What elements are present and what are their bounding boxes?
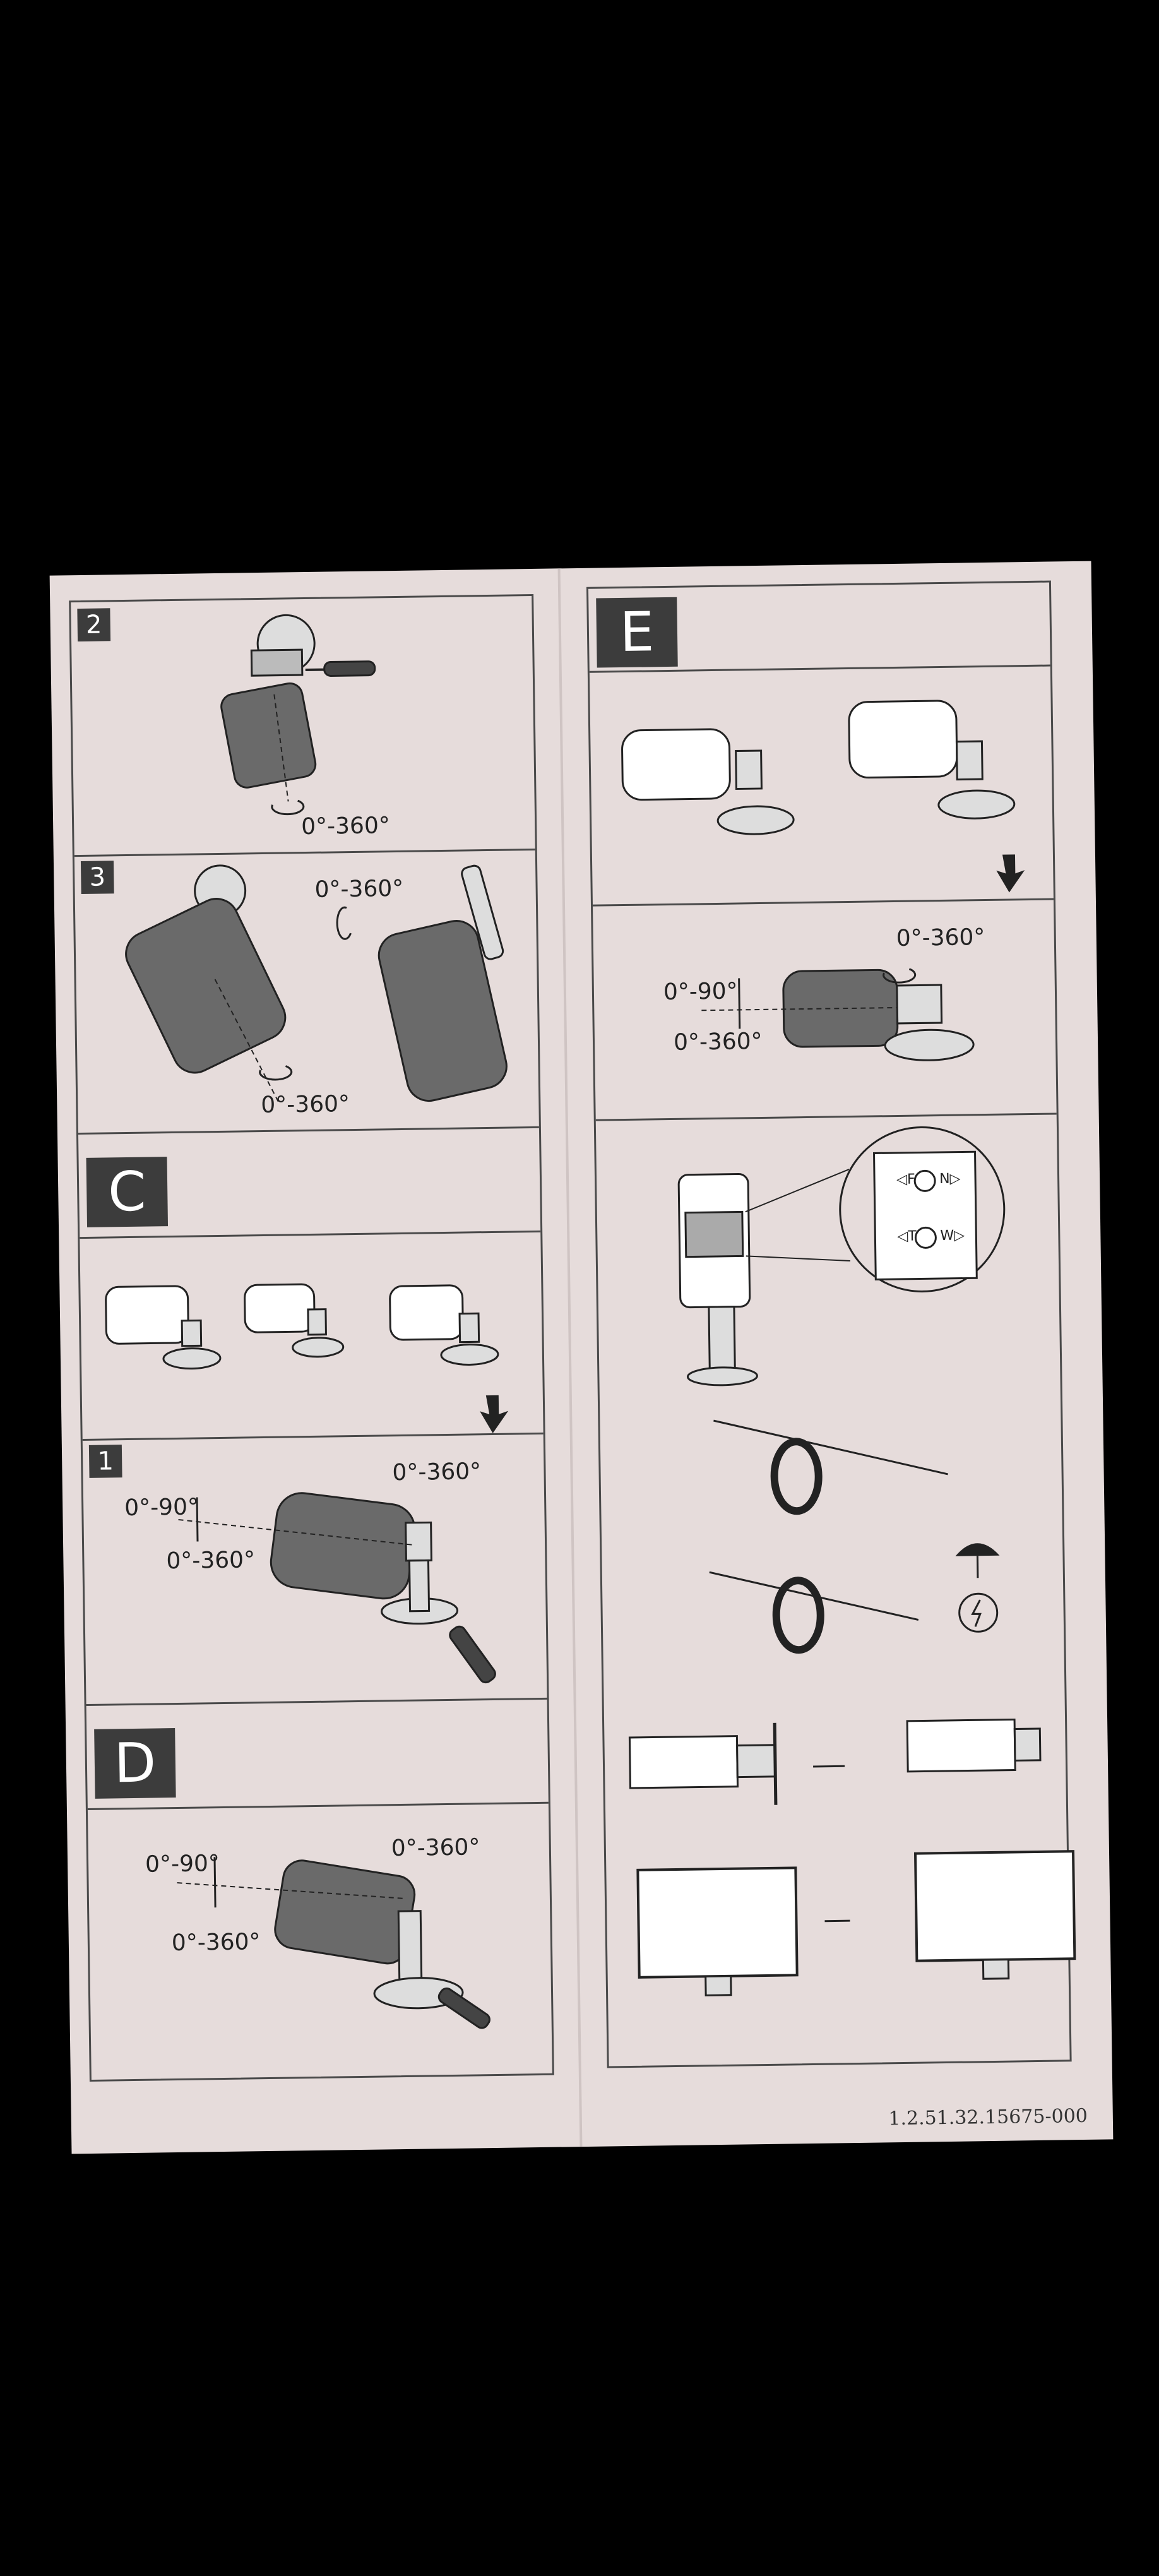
- rotate-label: 0°-360°: [673, 1028, 763, 1056]
- rotation-label-left: 0°-360°: [261, 1091, 350, 1119]
- focus-near-label: N▷: [939, 1171, 961, 1188]
- focus-far-label: ◁F: [896, 1171, 915, 1188]
- section-e-header: E: [588, 582, 1050, 673]
- section-c-header: C: [78, 1126, 541, 1239]
- section-letter: E: [596, 597, 678, 668]
- section-d-header: D: [86, 1697, 549, 1810]
- section-e-details: ◁F N▷ ◁T W▷: [596, 1112, 1076, 2066]
- step-1-section: 1 0°-90° 0°-360° 0°-360°: [82, 1432, 547, 1707]
- tilt-label: 0°-90°: [145, 1851, 220, 1878]
- camera-adjust-illustration: [178, 1492, 496, 1684]
- zoom-tele-label: ◁T: [897, 1228, 917, 1244]
- pan-label: 0°-360°: [391, 1834, 480, 1862]
- rotate-label: 0°-360°: [171, 1929, 261, 1957]
- instruction-sheet: 2 0°-360° 3: [49, 561, 1114, 2154]
- tilt-label: 0°-90°: [663, 978, 738, 1006]
- document-code: 1.2.51.32.15675-000: [888, 2104, 1088, 2130]
- section-c-cameras: [80, 1230, 544, 1441]
- section-e-cameras: [589, 664, 1054, 907]
- pan-label: 0°-360°: [896, 924, 985, 951]
- camera-d-illustration: [177, 1857, 490, 2029]
- rotation-label-right: 0°-360°: [314, 875, 404, 903]
- left-panel: 2 0°-360° 3: [69, 593, 554, 2082]
- zoom-wide-label: W▷: [940, 1227, 965, 1244]
- tilt-label: 0°-90°: [124, 1494, 199, 1522]
- section-letter: C: [86, 1157, 169, 1227]
- section-d-illustration: 0°-90° 0°-360° 0°-360°: [88, 1802, 552, 2080]
- rotation-label: 0°-360°: [300, 813, 391, 840]
- camera-e-adjust-illustration: [701, 968, 975, 1061]
- two-cameras-illustration: [621, 700, 1025, 893]
- section-letter: D: [94, 1728, 176, 1799]
- right-panel: E: [586, 580, 1076, 2068]
- section-e-adjust: 0°-360° 0°-90° 0°-360°: [592, 898, 1057, 1121]
- step-3-section: 3 0°-360° 0°-360°: [74, 848, 539, 1135]
- details-illustration: [628, 1126, 1076, 1996]
- camera-mount-illustration: [220, 614, 376, 816]
- three-cameras-illustration: [105, 1283, 509, 1433]
- camera-rotation-illustration: [125, 864, 508, 1106]
- step-2-section: 2 0°-360°: [71, 595, 535, 857]
- fold-line: [557, 568, 583, 2147]
- pan-label: 0°-360°: [392, 1458, 482, 1486]
- rotate-label: 0°-360°: [166, 1547, 256, 1575]
